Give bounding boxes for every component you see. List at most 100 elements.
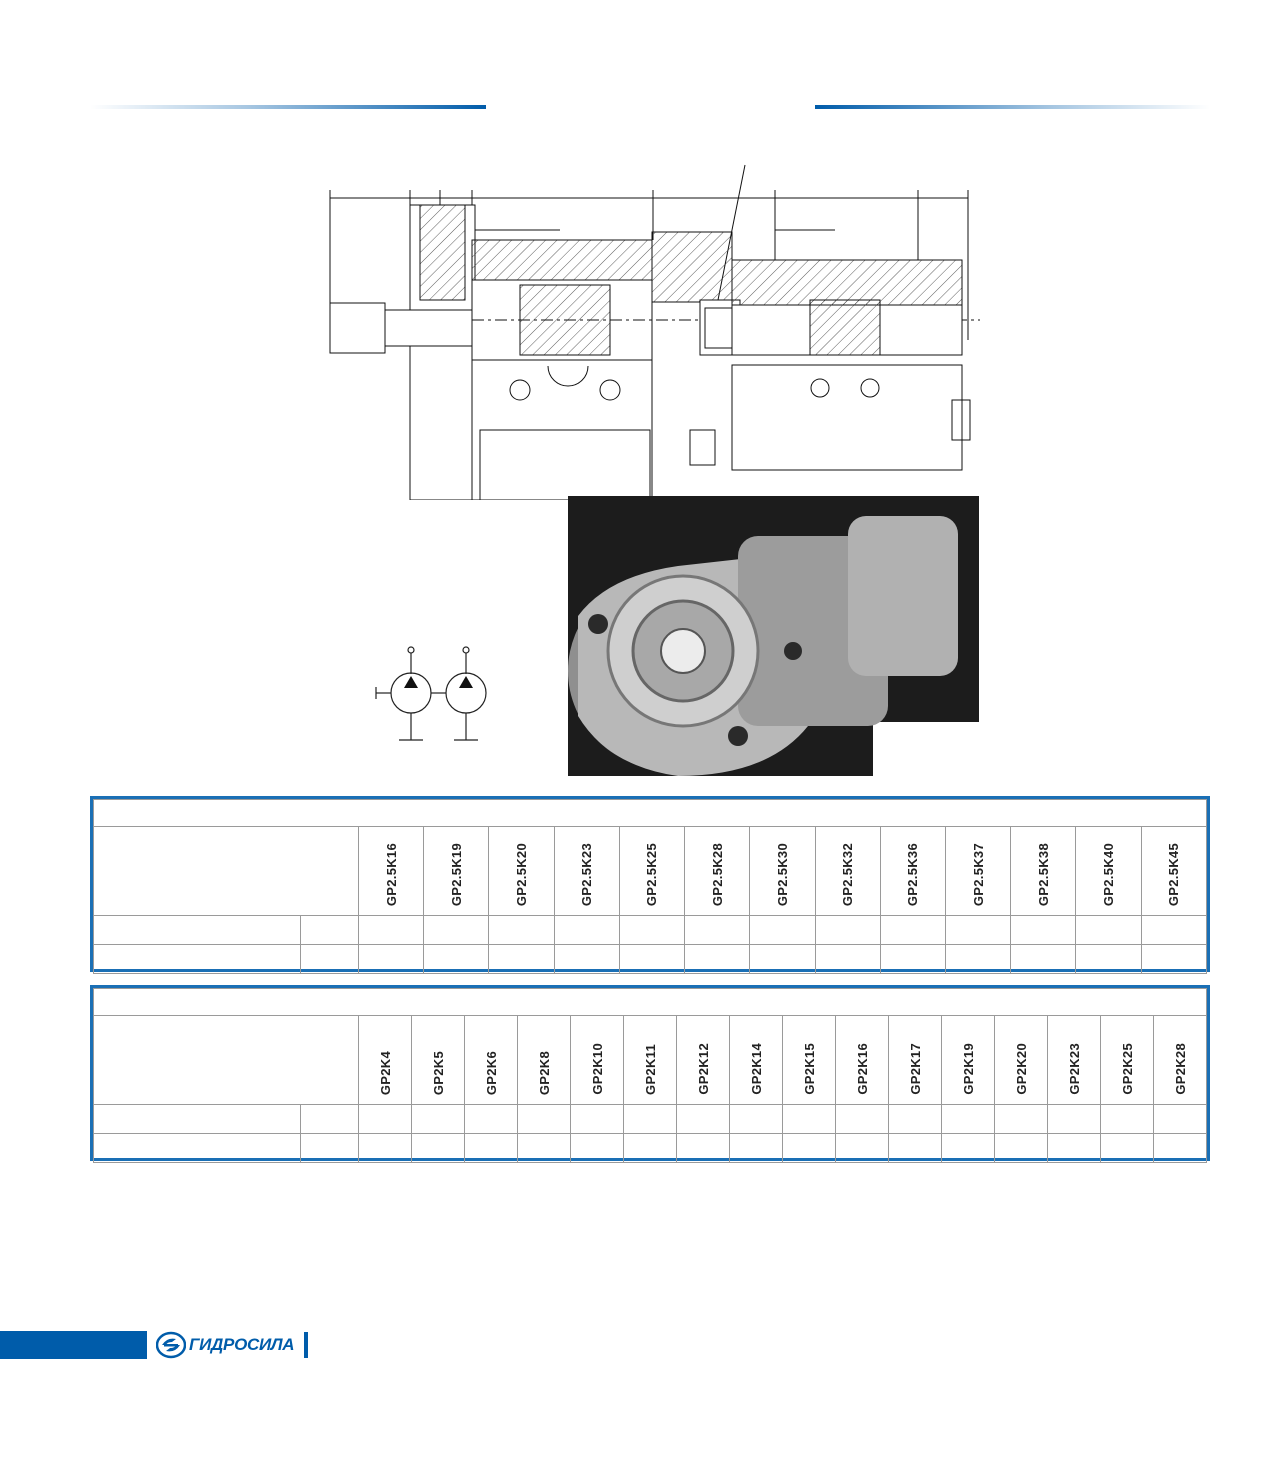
model-header-cell: GP2K10 — [570, 1015, 624, 1105]
model-name: GP2K8 — [536, 1050, 552, 1095]
value-cell — [1100, 1104, 1154, 1134]
model-header-cell: GP2K25 — [1100, 1015, 1154, 1105]
value-cell — [1153, 1133, 1207, 1163]
model-header-cell: GP2K16 — [835, 1015, 889, 1105]
model-name: GP2K6 — [483, 1050, 499, 1095]
model-name: GP2K14 — [748, 1043, 764, 1095]
model-header-cell: GP2.5K40 — [1075, 826, 1142, 916]
model-name: GP2.5K25 — [644, 842, 660, 906]
model-name: GP2.5K32 — [840, 842, 856, 906]
model-name: GP2K16 — [854, 1043, 870, 1095]
header-rule-left — [90, 105, 486, 109]
model-header-cell: GP2K23 — [1047, 1015, 1101, 1105]
table-title — [93, 799, 1207, 827]
value-cell — [517, 1133, 571, 1163]
model-header-cell: GP2.5K19 — [423, 826, 490, 916]
brand-separator — [304, 1332, 309, 1358]
value-cell — [782, 1133, 836, 1163]
model-header-cell: GP2K15 — [782, 1015, 836, 1105]
model-name: GP2K11 — [642, 1044, 658, 1095]
model-name: GP2.5K20 — [514, 842, 530, 906]
model-name: GP2.5K30 — [774, 842, 790, 906]
model-header-cell: GP2.5K23 — [553, 826, 620, 916]
pump-photo — [568, 496, 979, 776]
model-header-cell: GP2.5K20 — [488, 826, 555, 916]
value-cell — [488, 915, 555, 945]
pump-section-drawing — [329, 164, 980, 500]
param-header — [93, 1015, 359, 1105]
model-name: GP2.5K16 — [383, 842, 399, 906]
table-title — [93, 988, 1207, 1016]
param-unit — [300, 1133, 359, 1163]
model-name: GP2.5K40 — [1101, 842, 1117, 906]
model-name: GP2K25 — [1119, 1043, 1135, 1095]
value-cell — [623, 1133, 677, 1163]
value-cell — [423, 915, 490, 945]
value-cell — [749, 915, 816, 945]
model-name: GP2.5K23 — [579, 842, 595, 906]
model-header-cell: GP2K11 — [623, 1015, 677, 1105]
value-cell — [618, 915, 686, 945]
model-header-cell: GP2K20 — [994, 1015, 1048, 1105]
value-cell — [358, 1133, 412, 1163]
header-rule-right — [815, 105, 1210, 109]
value-cell — [944, 915, 1012, 945]
value-cell — [357, 944, 425, 974]
value-cell — [358, 1104, 412, 1134]
value-cell — [1100, 1133, 1154, 1163]
value-cell — [1140, 944, 1208, 974]
value-cell — [1010, 915, 1077, 945]
value-cell — [357, 915, 425, 945]
model-header-cell: GP2.5K16 — [357, 826, 425, 916]
value-cell — [570, 1133, 624, 1163]
model-header-cell: GP2K28 — [1153, 1015, 1207, 1105]
value-cell — [553, 915, 620, 945]
model-header-cell: GP2K14 — [729, 1015, 783, 1105]
value-cell — [879, 944, 946, 974]
value-cell — [618, 944, 686, 974]
value-cell — [1010, 944, 1077, 974]
model-header-cell: GP2K6 — [464, 1015, 518, 1105]
model-name: GP2.5K38 — [1035, 842, 1051, 906]
model-name: GP2.5K19 — [448, 842, 464, 906]
gidrosila-logo-icon — [156, 1331, 186, 1359]
value-cell — [941, 1104, 995, 1134]
model-name: GP2.5K28 — [709, 842, 725, 906]
model-header-cell: GP2K12 — [676, 1015, 730, 1105]
value-cell — [1075, 944, 1142, 974]
model-name: GP2K10 — [589, 1043, 605, 1095]
model-name: GP2.5K45 — [1166, 842, 1182, 906]
value-cell — [814, 915, 881, 945]
footer-bar — [0, 1331, 147, 1359]
model-header-cell: GP2K4 — [358, 1015, 412, 1105]
value-cell — [464, 1104, 518, 1134]
value-cell — [517, 1104, 571, 1134]
model-header-cell: GP2K8 — [517, 1015, 571, 1105]
model-header-cell: GP2.5K36 — [879, 826, 946, 916]
value-cell — [941, 1133, 995, 1163]
brand-logo: ГИДРОСИЛА — [156, 1331, 309, 1359]
value-cell — [676, 1133, 730, 1163]
param-label — [93, 915, 301, 945]
value-cell — [684, 944, 751, 974]
model-name: GP2K20 — [1013, 1043, 1029, 1095]
value-cell — [570, 1104, 624, 1134]
value-cell — [623, 1104, 677, 1134]
value-cell — [411, 1133, 465, 1163]
model-name: GP2K17 — [907, 1043, 923, 1095]
param-header — [93, 826, 359, 916]
value-cell — [888, 1104, 942, 1134]
value-cell — [782, 1104, 836, 1134]
model-name: GP2K4 — [377, 1050, 393, 1095]
model-header-cell: GP2.5K38 — [1010, 826, 1077, 916]
value-cell — [835, 1133, 889, 1163]
value-cell — [888, 1133, 942, 1163]
value-cell — [553, 944, 620, 974]
spec-table-gp25: GP2.5K16 GP2.5K19 GP2.5K20 GP2.5K23 GP2.5K25… — [90, 796, 1210, 974]
value-cell — [1153, 1104, 1207, 1134]
value-cell — [1047, 1104, 1101, 1134]
value-cell — [944, 944, 1012, 974]
param-unit — [300, 915, 359, 945]
model-header-cell: GP2.5K32 — [814, 826, 881, 916]
